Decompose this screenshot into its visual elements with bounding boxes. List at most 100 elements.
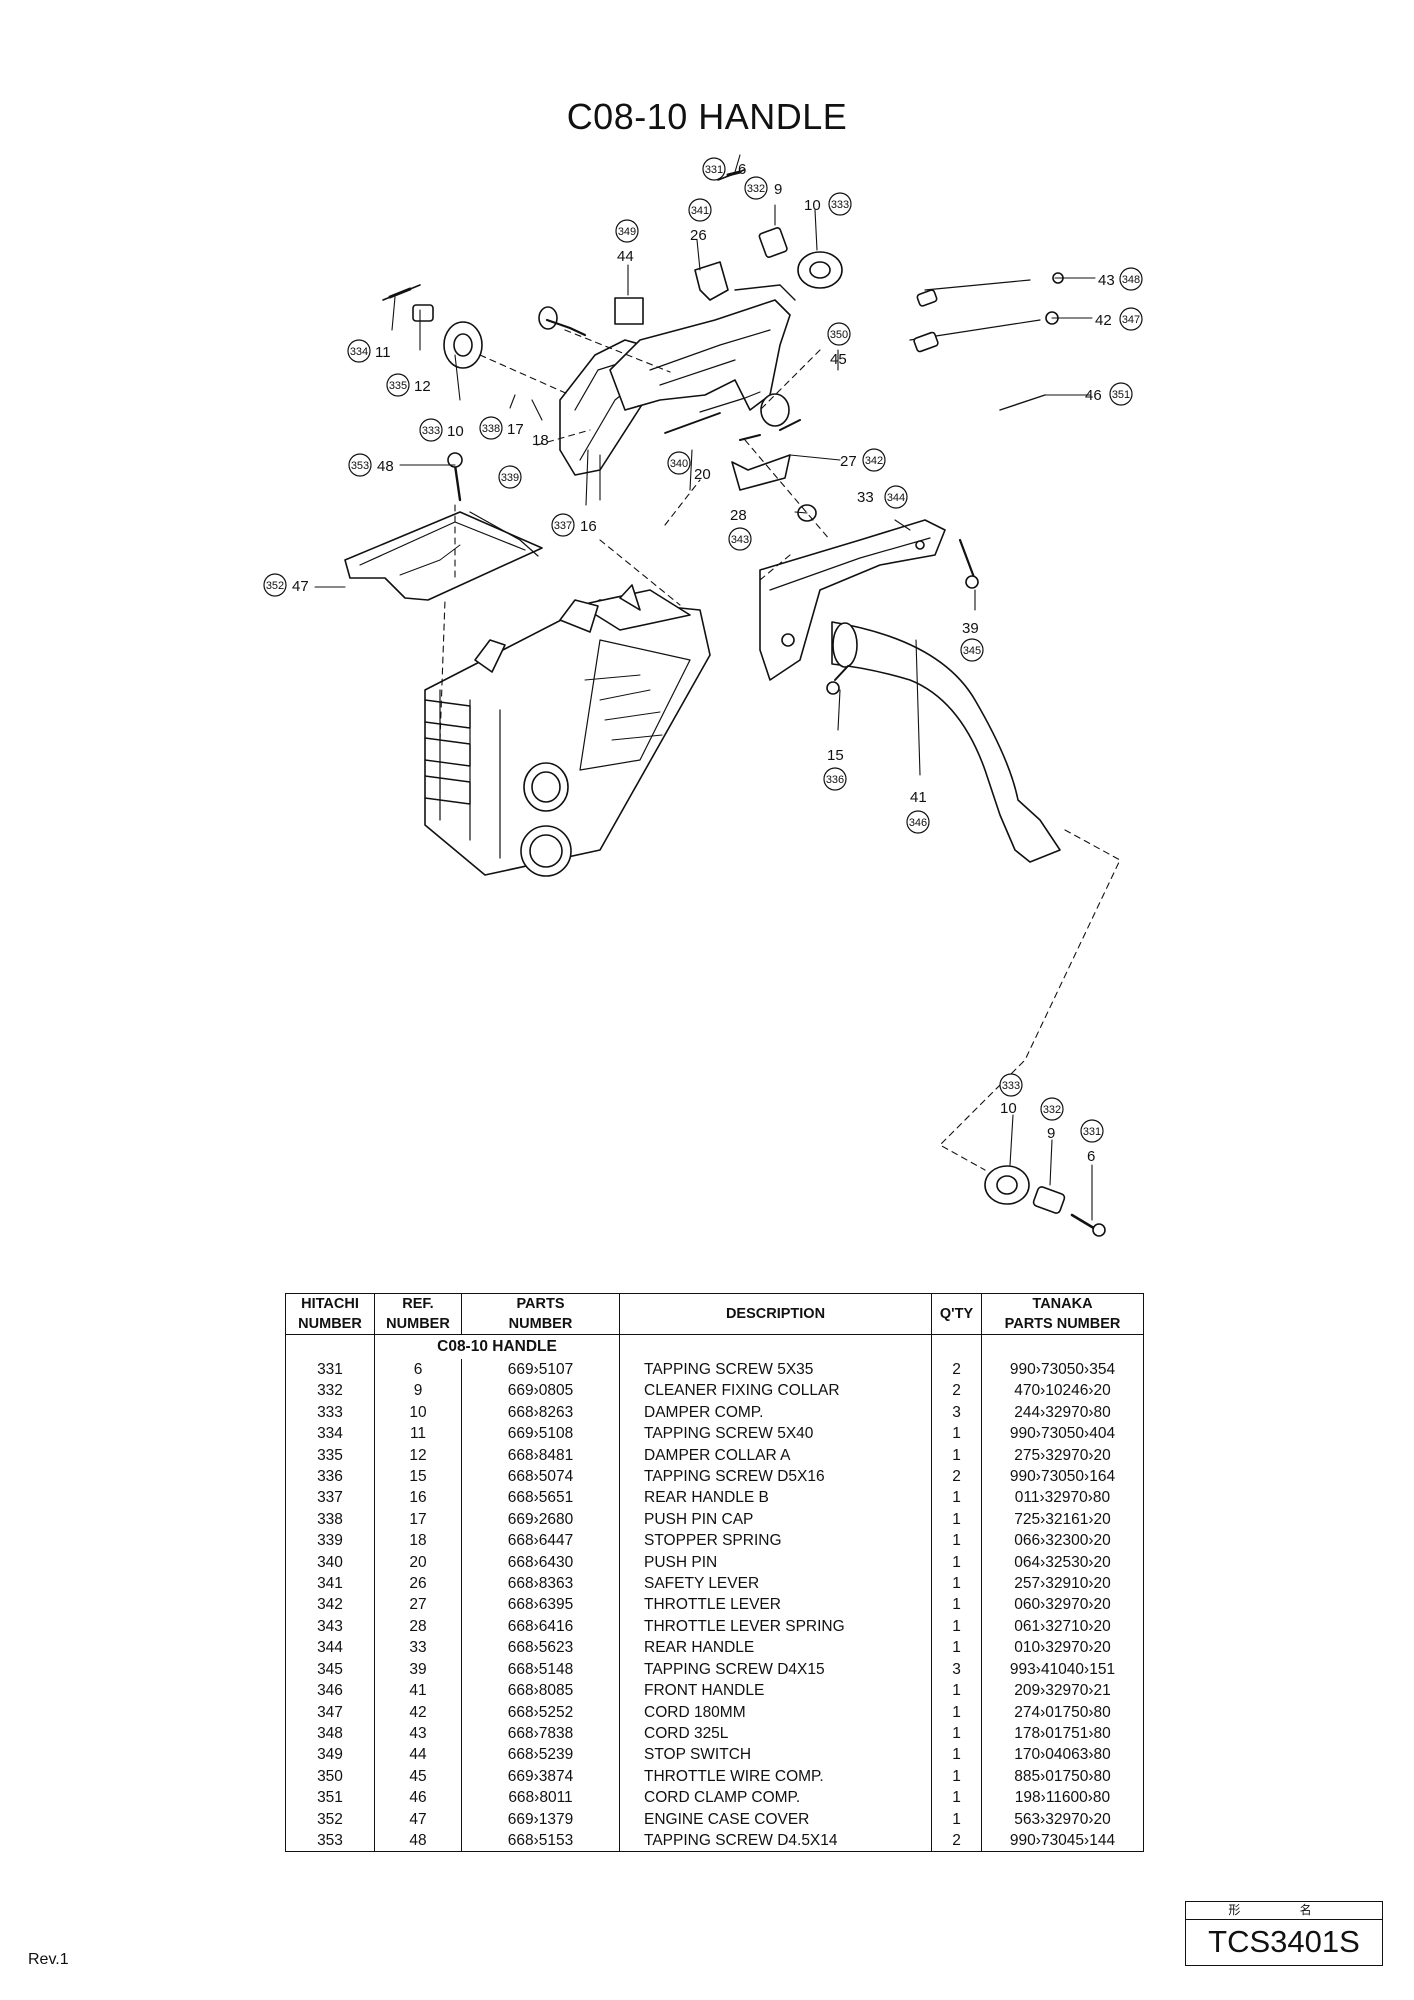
- description-cell: THROTTLE WIRE COMP.: [619, 1765, 932, 1788]
- svg-text:27: 27: [840, 453, 857, 470]
- tanaka-number-cell: 993›41040›151: [981, 1658, 1144, 1681]
- description-cell: SAFETY LEVER: [619, 1573, 932, 1595]
- tanaka-number-cell: 170›04063›80: [981, 1744, 1144, 1766]
- hitachi-number-cell: 351: [285, 1787, 375, 1809]
- hitachi-number-cell: 346: [285, 1680, 375, 1702]
- svg-text:9: 9: [774, 181, 782, 198]
- ref-number-cell: 39: [374, 1658, 462, 1681]
- ref-number-cell: 27: [374, 1594, 462, 1616]
- svg-text:339: 339: [501, 472, 519, 484]
- hitachi-number-cell: 339: [285, 1530, 375, 1552]
- ref-number-cell: 16: [374, 1487, 462, 1509]
- svg-text:18: 18: [532, 432, 549, 449]
- svg-text:353: 353: [351, 460, 369, 472]
- ref-number-cell: 6: [374, 1359, 462, 1381]
- hitachi-number-cell: 331: [285, 1359, 375, 1381]
- tanaka-number-cell: 275›32970›20: [981, 1444, 1144, 1467]
- tanaka-number-cell: 060›32970›20: [981, 1594, 1144, 1616]
- ref-number-cell: 48: [374, 1829, 462, 1853]
- parts-number-cell: 668›5239: [461, 1744, 620, 1766]
- hitachi-number-cell: 337: [285, 1487, 375, 1509]
- tanaka-number-cell: 470›10246›20: [981, 1380, 1144, 1402]
- qty-cell: 2: [931, 1359, 982, 1381]
- svg-text:343: 343: [731, 534, 749, 546]
- upper-handle-frame-drawing: [609, 284, 796, 427]
- hitachi-number-cell: 348: [285, 1722, 375, 1745]
- svg-text:28: 28: [730, 507, 747, 524]
- tanaka-number-cell: 010›32970›20: [981, 1637, 1144, 1659]
- svg-text:338: 338: [482, 423, 500, 435]
- callout-339-18: 339 18: [498, 432, 549, 489]
- section-title: C08-10 HANDLE: [374, 1334, 620, 1359]
- ref-number-cell: 15: [374, 1466, 462, 1488]
- svg-text:9: 9: [1047, 1125, 1055, 1142]
- qty-cell: 1: [931, 1594, 982, 1616]
- tanaka-number-cell: 885›01750›80: [981, 1765, 1144, 1788]
- hitachi-number-cell: 349: [285, 1744, 375, 1766]
- ref-number-cell: 9: [374, 1380, 462, 1402]
- svg-text:336: 336: [826, 774, 844, 786]
- svg-text:10: 10: [1000, 1100, 1017, 1117]
- callout-333-10-bottom: 333 10: [999, 1073, 1023, 1117]
- callout-342-27: 342 27: [840, 448, 886, 472]
- hitachi-number-cell: 332: [285, 1380, 375, 1402]
- svg-text:45: 45: [830, 351, 847, 368]
- hitachi-number-cell: 344: [285, 1637, 375, 1659]
- tanaka-number-cell: 990›73050›354: [981, 1359, 1144, 1381]
- parts-number-cell: 669›5107: [461, 1359, 620, 1381]
- svg-text:48: 48: [377, 458, 394, 475]
- rear-handle-drawing: [759, 519, 946, 681]
- page-title: C08-10 HANDLE: [566, 96, 848, 137]
- hitachi-number-cell: 338: [285, 1508, 375, 1531]
- parts-number-cell: 668›8085: [461, 1680, 620, 1702]
- svg-text:12: 12: [414, 378, 431, 395]
- svg-text:341: 341: [691, 205, 709, 217]
- parts-number-cell: 669›3874: [461, 1765, 620, 1788]
- callout-333-10-top: 333 10: [804, 192, 852, 216]
- hitachi-number-cell: 335: [285, 1444, 375, 1467]
- ref-number-cell: 47: [374, 1808, 462, 1830]
- callout-332-9-bottom: 332 9: [1040, 1097, 1064, 1142]
- parts-number-cell: 668›7838: [461, 1722, 620, 1745]
- hitachi-number-cell: 343: [285, 1615, 375, 1638]
- svg-text:26: 26: [690, 227, 707, 244]
- callout-348-43: 348 43: [1098, 267, 1143, 291]
- callout-337-16: 337 16: [551, 513, 597, 537]
- svg-text:334: 334: [350, 346, 368, 358]
- callout-335-12: 335 12: [386, 373, 431, 397]
- table-section-row: C08-10 HANDLE: [285, 1334, 1144, 1359]
- svg-text:33: 33: [857, 489, 874, 506]
- tanaka-number-cell: 198›11600›80: [981, 1787, 1144, 1809]
- svg-text:352: 352: [266, 580, 284, 592]
- description-cell: FRONT HANDLE: [619, 1680, 932, 1702]
- parts-number-cell: 668›8481: [461, 1444, 620, 1467]
- ref-number-cell: 20: [374, 1551, 462, 1574]
- callout-346-41: 346 41: [906, 789, 930, 834]
- ref-number-cell: 45: [374, 1765, 462, 1788]
- col-header-description: DESCRIPTION: [619, 1293, 932, 1335]
- description-cell: DAMPER COLLAR A: [619, 1444, 932, 1467]
- ref-number-cell: 18: [374, 1530, 462, 1552]
- callout-349-44: 349 44: [615, 219, 639, 265]
- parts-number-cell: 668›5252: [461, 1701, 620, 1723]
- callout-340-20: 340 20: [667, 451, 711, 483]
- qty-cell: 1: [931, 1551, 982, 1574]
- callout-352-47: 352 47: [263, 573, 309, 597]
- qty-cell: 1: [931, 1508, 982, 1531]
- tanaka-number-cell: 563›32970›20: [981, 1808, 1144, 1830]
- description-cell: CORD CLAMP COMP.: [619, 1787, 932, 1809]
- tanaka-number-cell: 725›32161›20: [981, 1508, 1144, 1531]
- ref-number-cell: 46: [374, 1787, 462, 1809]
- hitachi-number-cell: 352: [285, 1808, 375, 1830]
